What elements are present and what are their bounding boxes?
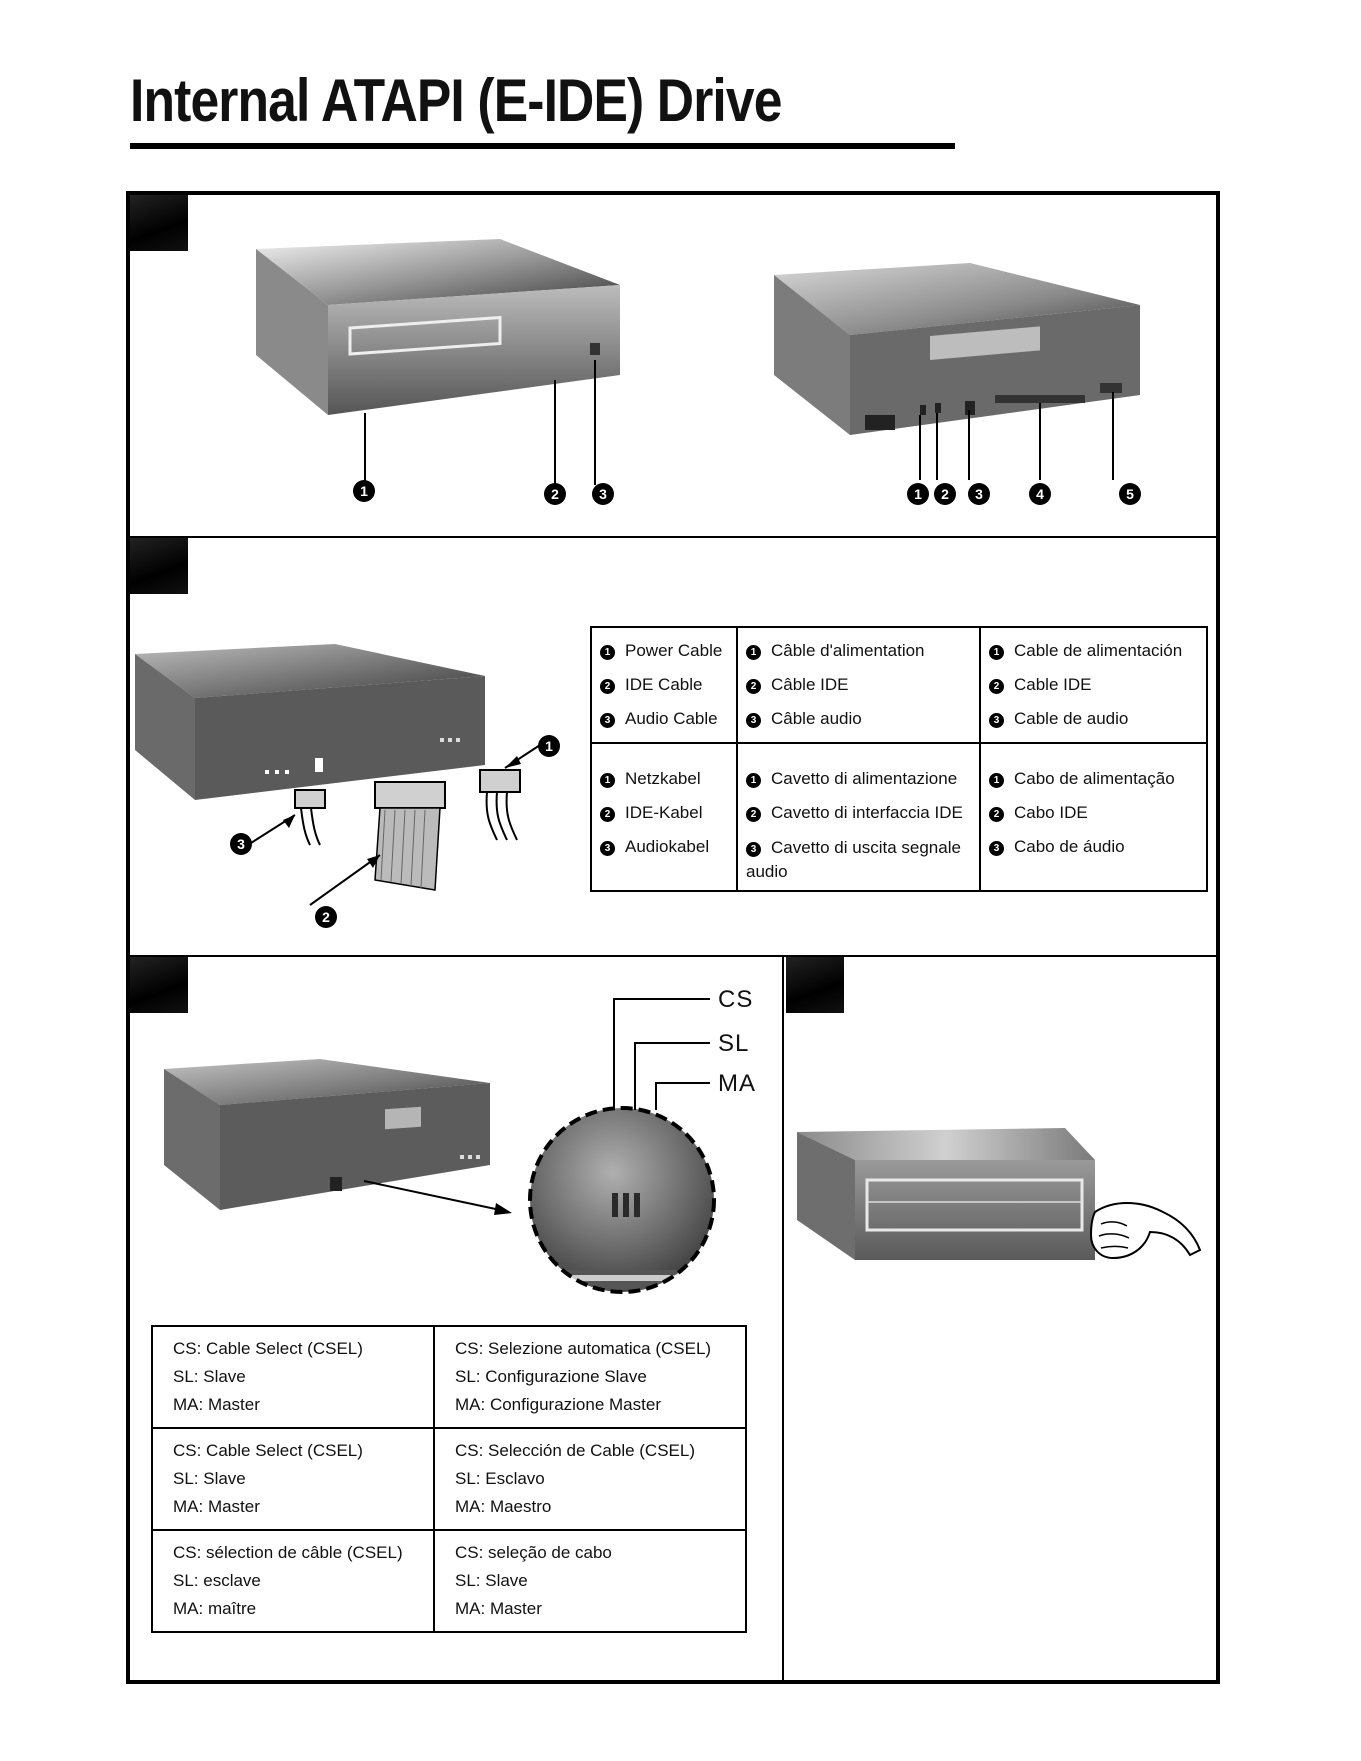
drive-front-view bbox=[256, 239, 620, 485]
divider-1 bbox=[130, 536, 1216, 538]
page-title: Internal ATAPI (E-IDE) Drive bbox=[130, 67, 782, 134]
callout-front-3: 3 bbox=[592, 483, 614, 505]
callout-connection-1: 1 bbox=[538, 735, 560, 757]
number-3-icon: 3 bbox=[989, 713, 1004, 728]
number-1-icon: 1 bbox=[600, 773, 615, 788]
number-2-icon: 2 bbox=[600, 807, 615, 822]
step-marker-3 bbox=[130, 957, 188, 1013]
number-2-icon: 2 bbox=[989, 679, 1004, 694]
step-marker-4 bbox=[786, 957, 844, 1013]
number-2-icon: 2 bbox=[746, 679, 761, 694]
callout-rear-5: 5 bbox=[1119, 483, 1141, 505]
title-underline bbox=[130, 143, 955, 149]
jumper-leader-lines bbox=[613, 998, 710, 1110]
jumper-cell-pt: CS: seleção de cabo SL: Slave MA: Master bbox=[433, 1529, 747, 1633]
jumper-cell-de: CS: Cable Select (CSEL) SL: Slave MA: Ma… bbox=[151, 1427, 435, 1531]
jumper-cell-fr: CS: sélection de câble (CSEL) SL: esclav… bbox=[151, 1529, 435, 1633]
jumper-cell-en: CS: Cable Select (CSEL) SL: Slave MA: Ma… bbox=[151, 1325, 435, 1429]
jumper-label-cs: CS bbox=[718, 986, 754, 1013]
number-3-icon: 3 bbox=[746, 842, 761, 857]
callout-rear-2: 2 bbox=[934, 483, 956, 505]
number-1-icon: 1 bbox=[989, 645, 1004, 660]
instruction-frame bbox=[126, 191, 1220, 1684]
jumper-magnifier bbox=[528, 1106, 716, 1294]
callout-rear-4: 4 bbox=[1029, 483, 1051, 505]
number-2-icon: 2 bbox=[600, 679, 615, 694]
number-1-icon: 1 bbox=[746, 645, 761, 660]
callout-connection-2: 2 bbox=[315, 906, 337, 928]
jumper-table: CS: Cable Select (CSEL) SL: Slave MA: Ma… bbox=[151, 1325, 747, 1633]
step-marker-1 bbox=[130, 195, 188, 251]
jumper-cell-it: CS: Selezione automatica (CSEL) SL: Conf… bbox=[433, 1325, 747, 1429]
number-1-icon: 1 bbox=[989, 773, 1004, 788]
divider-2 bbox=[130, 955, 1216, 957]
number-1-icon: 1 bbox=[746, 773, 761, 788]
drive-rear-view bbox=[774, 263, 1140, 480]
drive-jumper-view bbox=[164, 1059, 490, 1210]
callout-front-1: 1 bbox=[353, 480, 375, 502]
jumper-cell-es: CS: Selección de Cable (CSEL) SL: Esclav… bbox=[433, 1427, 747, 1531]
number-3-icon: 3 bbox=[989, 841, 1004, 856]
number-2-icon: 2 bbox=[746, 807, 761, 822]
step-marker-2 bbox=[130, 538, 188, 594]
number-2-icon: 2 bbox=[989, 807, 1004, 822]
callout-rear-1: 1 bbox=[907, 483, 929, 505]
table-row: CS: sélection de câble (CSEL) SL: esclav… bbox=[151, 1529, 747, 1633]
callout-connection-3: 3 bbox=[230, 833, 252, 855]
callout-rear-3: 3 bbox=[968, 483, 990, 505]
jumper-label-sl: SL bbox=[718, 1030, 750, 1057]
jumper-zoom-arrow bbox=[363, 1180, 512, 1215]
number-1-icon: 1 bbox=[600, 645, 615, 660]
table-row: CS: Cable Select (CSEL) SL: Slave MA: Ma… bbox=[151, 1427, 747, 1531]
number-3-icon: 3 bbox=[600, 713, 615, 728]
drive-cable-connection bbox=[135, 644, 541, 906]
divider-3 bbox=[782, 955, 784, 1680]
drive-insert-view bbox=[797, 1128, 1202, 1260]
number-3-icon: 3 bbox=[600, 841, 615, 856]
jumper-label-ma: MA bbox=[718, 1070, 756, 1097]
table-row: CS: Cable Select (CSEL) SL: Slave MA: Ma… bbox=[151, 1325, 747, 1429]
number-3-icon: 3 bbox=[746, 713, 761, 728]
callout-front-2: 2 bbox=[544, 483, 566, 505]
